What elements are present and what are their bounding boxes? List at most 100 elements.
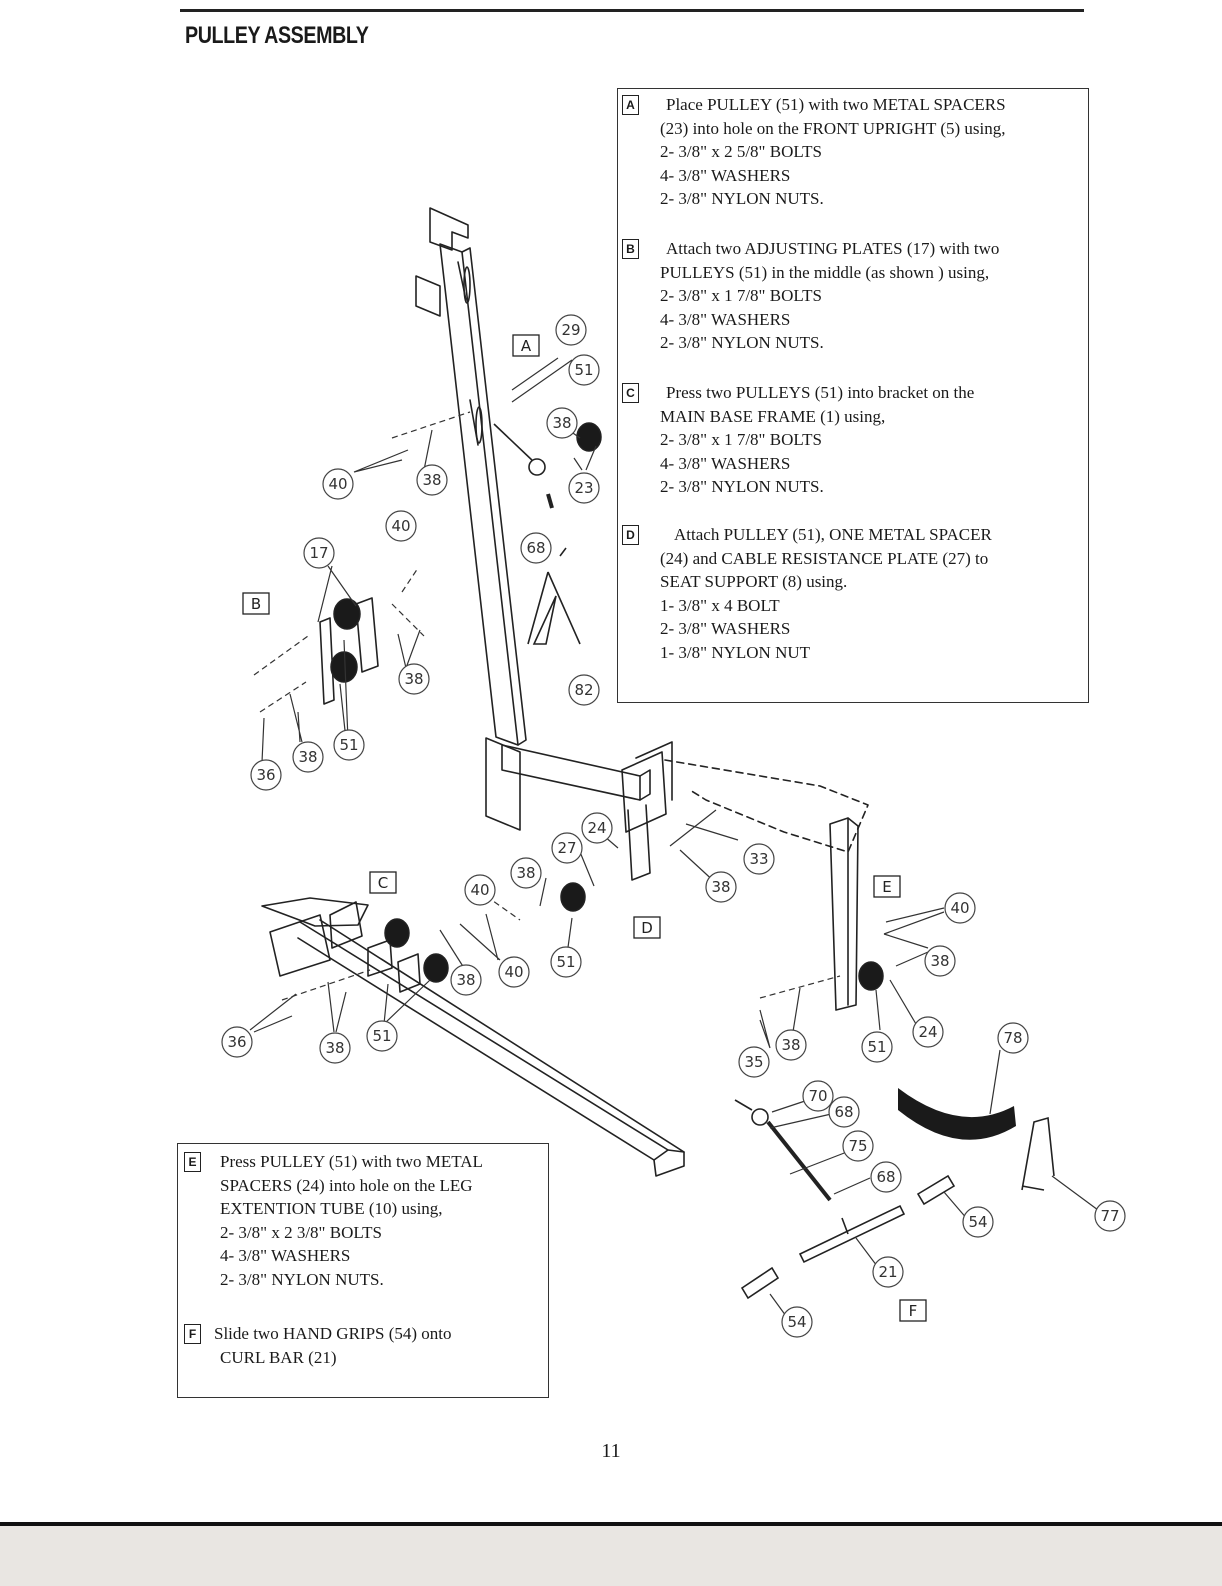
- scan-edge: [0, 1522, 1222, 1586]
- step-line: 1- 3/8" NYLON NUT: [660, 642, 811, 662]
- part-callout: 68: [834, 1103, 853, 1121]
- step-line: 2- 3/8" x 2 5/8" BOLTS: [660, 142, 823, 161]
- step-line: 4- 3/8" WASHERS: [660, 165, 791, 185]
- part-callout: 36: [227, 1033, 246, 1051]
- step-letter: D: [622, 525, 639, 545]
- part-callout: 21: [878, 1263, 897, 1281]
- step-line: 4- 3/8" WASHERS: [660, 309, 791, 329]
- step-line: 1- 3/8" x 4 BOLT: [660, 595, 780, 615]
- part-callout: 75: [848, 1137, 867, 1155]
- step-text: Attach two ADJUSTING PLATES (17) with tw…: [660, 237, 1000, 355]
- part-callout: 38: [711, 878, 730, 896]
- part-callout: 40: [391, 517, 410, 535]
- step-line: 2- 3/8" WASHERS: [660, 619, 791, 638]
- part-callout: 40: [504, 963, 523, 981]
- part-callout: 38: [422, 471, 441, 489]
- step-letter: F: [184, 1324, 201, 1344]
- step-text: Press two PULLEYS (51) into bracket on t…: [660, 381, 975, 499]
- step-line: 2- 3/8" x 1 7/8" BOLTS: [660, 430, 823, 449]
- part-callout: 17: [309, 544, 328, 562]
- part-callouts: 29 51 38 23 40 38 68 82 40 17 38 36 38 5…: [221, 314, 1126, 1338]
- step-line: Attach two ADJUSTING PLATES (17) with tw…: [666, 239, 1000, 258]
- part-callout: 24: [587, 819, 606, 837]
- part-callout: 68: [876, 1168, 895, 1186]
- assembly-letter-b: B: [251, 595, 261, 613]
- part-callout: 24: [918, 1023, 937, 1041]
- exploded-diagram: A B C D E F 29 51 38 23 40 38 68 82 40 1…: [221, 207, 1126, 1338]
- step-line: PULLEYS (51) in the middle (as shown ) u…: [660, 262, 990, 282]
- page-title: PULLEY ASSEMBLY: [185, 22, 369, 49]
- part-callout: 78: [1003, 1029, 1022, 1047]
- part-callout: 54: [968, 1213, 987, 1231]
- instructions-box-main: A Place PULLEY (51) with two METAL SPACE…: [617, 88, 1089, 703]
- part-callout: 51: [867, 1038, 886, 1056]
- frame-drawing: [261, 207, 869, 1177]
- step-line: Press two PULLEYS (51) into bracket on t…: [666, 383, 975, 402]
- step-line: 2- 3/8" NYLON NUTS.: [660, 333, 824, 352]
- step-line: 4- 3/8" WASHERS: [660, 453, 791, 473]
- step-line: (24) and CABLE RESISTANCE PLATE (27) to: [660, 548, 989, 568]
- step-line: SEAT SUPPORT (8) using.: [660, 572, 848, 591]
- part-callout: 38: [456, 971, 475, 989]
- part-callout: 51: [556, 953, 575, 971]
- part-callout: 29: [561, 321, 580, 339]
- part-callout: 38: [325, 1039, 344, 1057]
- part-callout: 38: [298, 748, 317, 766]
- assembly-letter-e: E: [882, 878, 891, 896]
- part-callout: 51: [339, 736, 358, 754]
- part-callout: 70: [808, 1087, 827, 1105]
- step-text: Slide two HAND GRIPS (54) onto CURL BAR …: [214, 1322, 452, 1369]
- step-line: 2- 3/8" NYLON NUTS.: [660, 189, 824, 208]
- part-callout: 38: [404, 670, 423, 688]
- step-text: Press PULLEY (51) with two METAL SPACERS…: [220, 1150, 483, 1291]
- assembly-letter-a: A: [521, 337, 532, 355]
- part-callout: 38: [552, 414, 571, 432]
- step-line: MAIN BASE FRAME (1) using,: [660, 406, 886, 426]
- part-callout: 36: [256, 766, 275, 784]
- part-callout: 38: [781, 1036, 800, 1054]
- accessories: [493, 423, 1055, 1300]
- step-line: 2- 3/8" NYLON NUTS.: [220, 1269, 384, 1289]
- leader-lines: [249, 357, 1099, 1317]
- part-callout: 38: [930, 952, 949, 970]
- step-letter: E: [184, 1152, 201, 1172]
- ankle-strap-drawing: [898, 1088, 1016, 1140]
- assembly-letter-d: D: [641, 919, 653, 937]
- step-line: Place PULLEY (51) with two METAL SPACERS: [666, 95, 1006, 114]
- step-text: Attach PULLEY (51), ONE METAL SPACER (24…: [660, 523, 992, 664]
- part-callout: 54: [787, 1313, 806, 1331]
- step-letter: B: [622, 239, 639, 259]
- part-callout: 77: [1100, 1207, 1119, 1225]
- step-line: 2- 3/8" x 1 7/8" BOLTS: [660, 286, 823, 305]
- part-callout: 23: [574, 479, 593, 497]
- part-callout: 82: [574, 681, 593, 699]
- top-rule: [180, 9, 1084, 12]
- step-letter: A: [622, 95, 639, 115]
- part-callout: 40: [470, 881, 489, 899]
- step-line: Press PULLEY (51) with two METAL: [220, 1152, 483, 1171]
- step-text: Place PULLEY (51) with two METAL SPACERS…: [660, 93, 1006, 211]
- part-callout: 38: [516, 864, 535, 882]
- part-callout: 35: [744, 1053, 763, 1071]
- assembly-letter-boxes: A B C D E F: [242, 334, 927, 1322]
- part-callout: 40: [950, 899, 969, 917]
- step-line: 4- 3/8" WASHERS: [220, 1246, 351, 1265]
- assembly-letter-f: F: [909, 1302, 918, 1320]
- part-callout: 27: [557, 839, 576, 857]
- step-line: CURL BAR (21): [220, 1347, 337, 1367]
- assembly-letter-c: C: [378, 874, 388, 892]
- step-line: Attach PULLEY (51), ONE METAL SPACER: [674, 525, 992, 544]
- step-line: (23) into hole on the FRONT UPRIGHT (5) …: [660, 118, 1006, 138]
- step-letter: C: [622, 383, 639, 403]
- part-callout: 51: [372, 1027, 391, 1045]
- step-line: 2- 3/8" x 2 3/8" BOLTS: [220, 1222, 383, 1242]
- step-line: SPACERS (24) into hole on the LEG: [220, 1175, 473, 1195]
- page-number: 11: [601, 1440, 621, 1462]
- instructions-box-bottom: E Press PULLEY (51) with two METAL SPACE…: [177, 1143, 549, 1398]
- part-callout: 68: [526, 539, 545, 557]
- part-callout: 51: [574, 361, 593, 379]
- step-line: Slide two HAND GRIPS (54) onto: [214, 1324, 452, 1343]
- step-line: EXTENTION TUBE (10) using,: [220, 1199, 443, 1218]
- pulleys: [330, 422, 884, 991]
- part-callout: 40: [328, 475, 347, 493]
